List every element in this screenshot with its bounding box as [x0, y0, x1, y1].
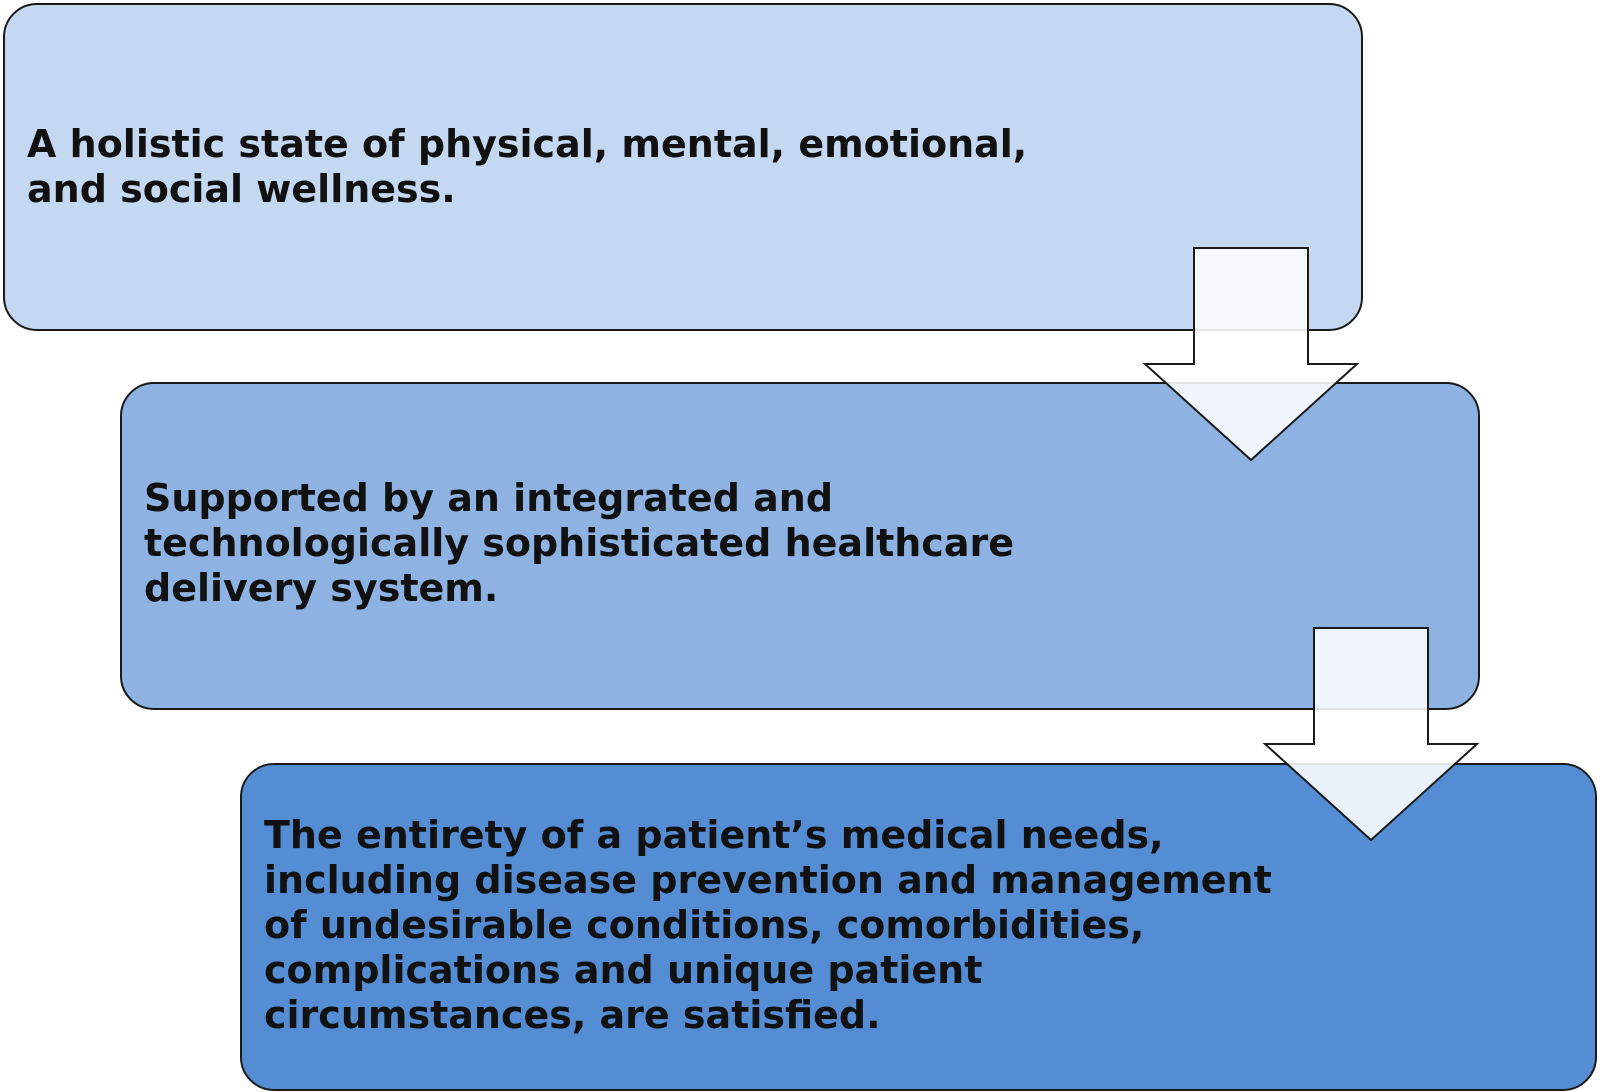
step-text-3: The entirety of a patient’s medical need… [264, 813, 1272, 1037]
down-arrow-icon [1142, 247, 1360, 462]
step-box-3: The entirety of a patient’s medical need… [240, 763, 1597, 1091]
step-text-1: A holistic state of physical, mental, em… [27, 122, 1028, 211]
step-box-1: A holistic state of physical, mental, em… [3, 3, 1363, 331]
down-arrow-icon [1262, 627, 1480, 842]
step-text-2: Supported by an integrated and technolog… [144, 476, 1014, 610]
